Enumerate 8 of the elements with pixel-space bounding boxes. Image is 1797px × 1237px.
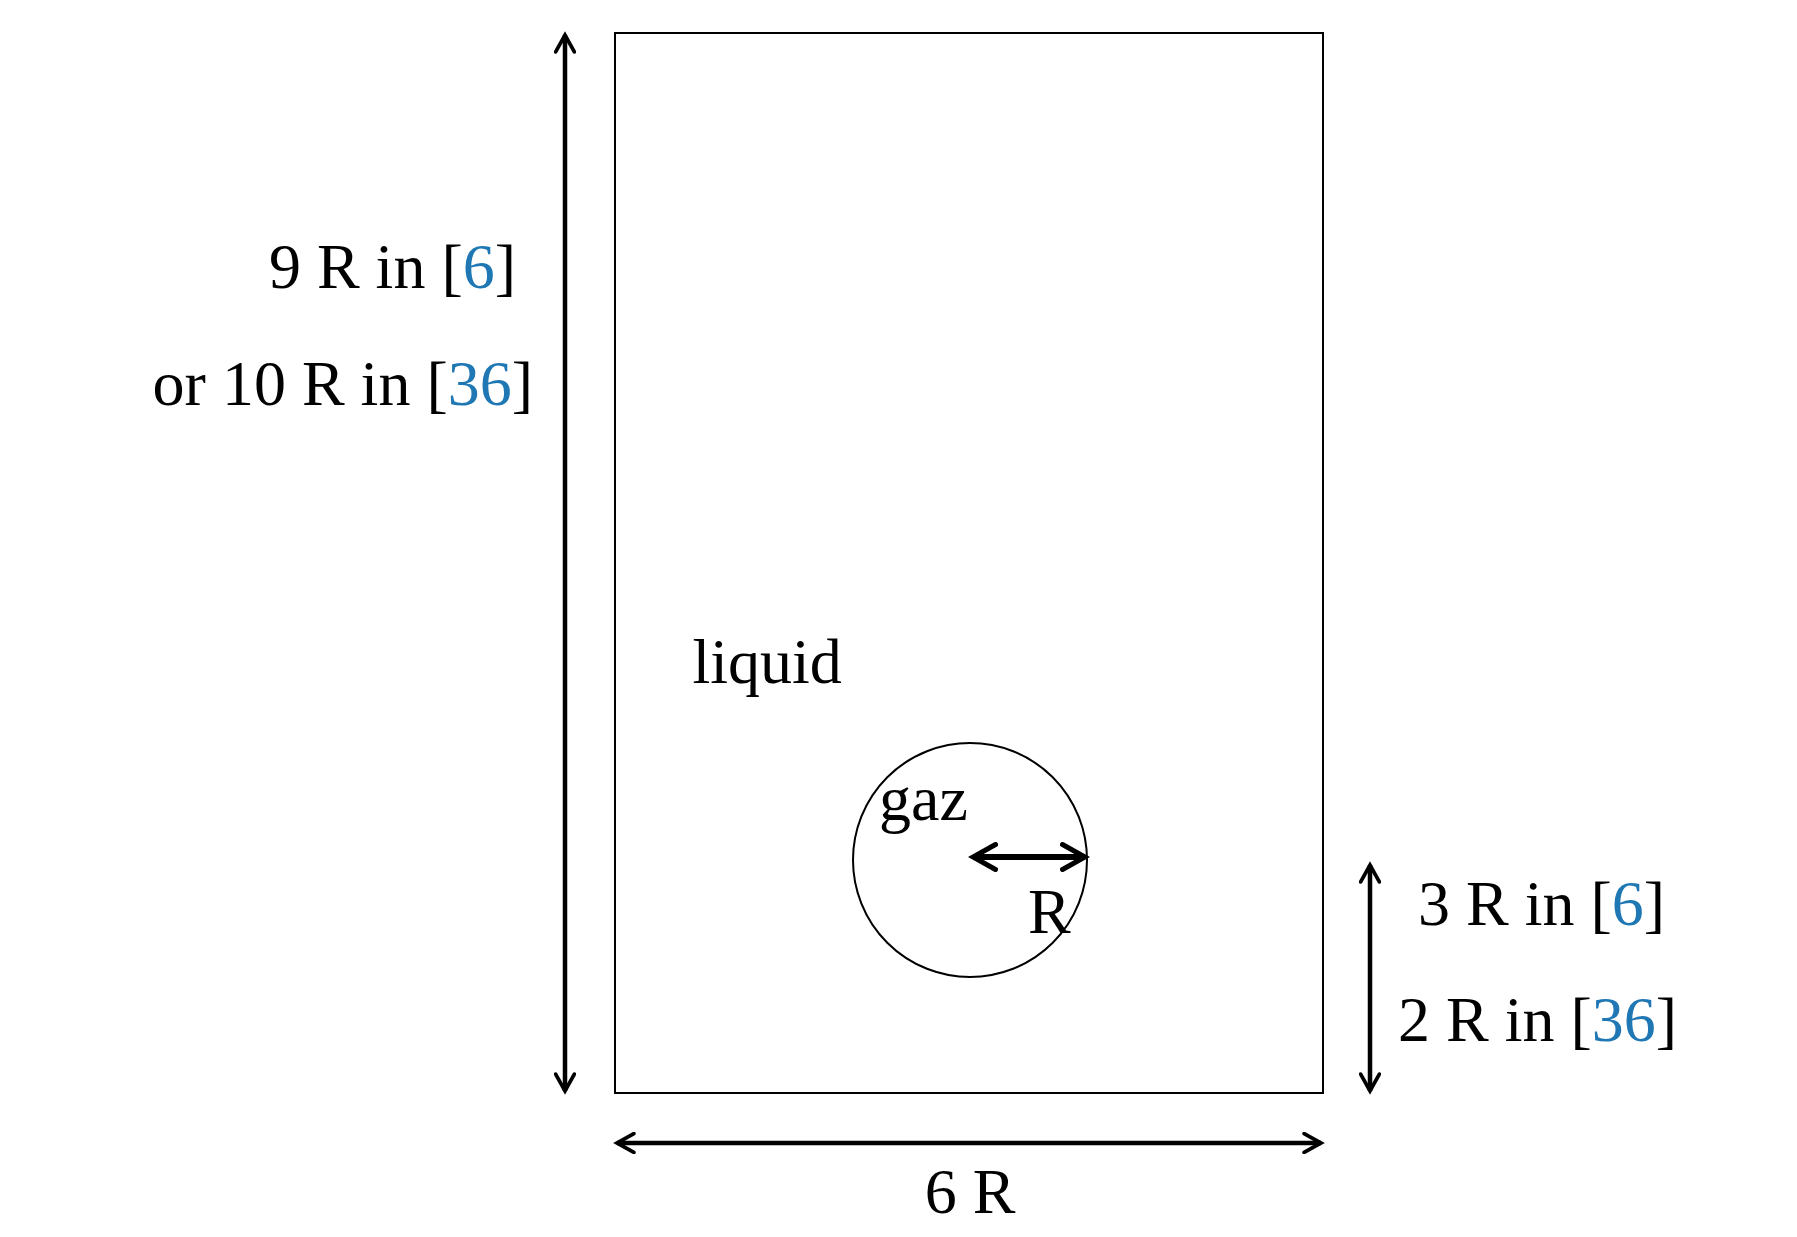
dimension-label: or 10 R in [36] xyxy=(152,352,533,416)
dimension-label: 2 R in [36] xyxy=(1398,988,1678,1052)
dimension-label: 3 R in [6] xyxy=(1418,872,1666,936)
bubble-circle xyxy=(851,741,1088,978)
domain-rectangle xyxy=(614,32,1324,1094)
dimension-label: 9 R in [6] xyxy=(268,235,516,299)
dimension-label: 6 R xyxy=(924,1160,1016,1224)
radius-label: R xyxy=(1028,880,1071,944)
